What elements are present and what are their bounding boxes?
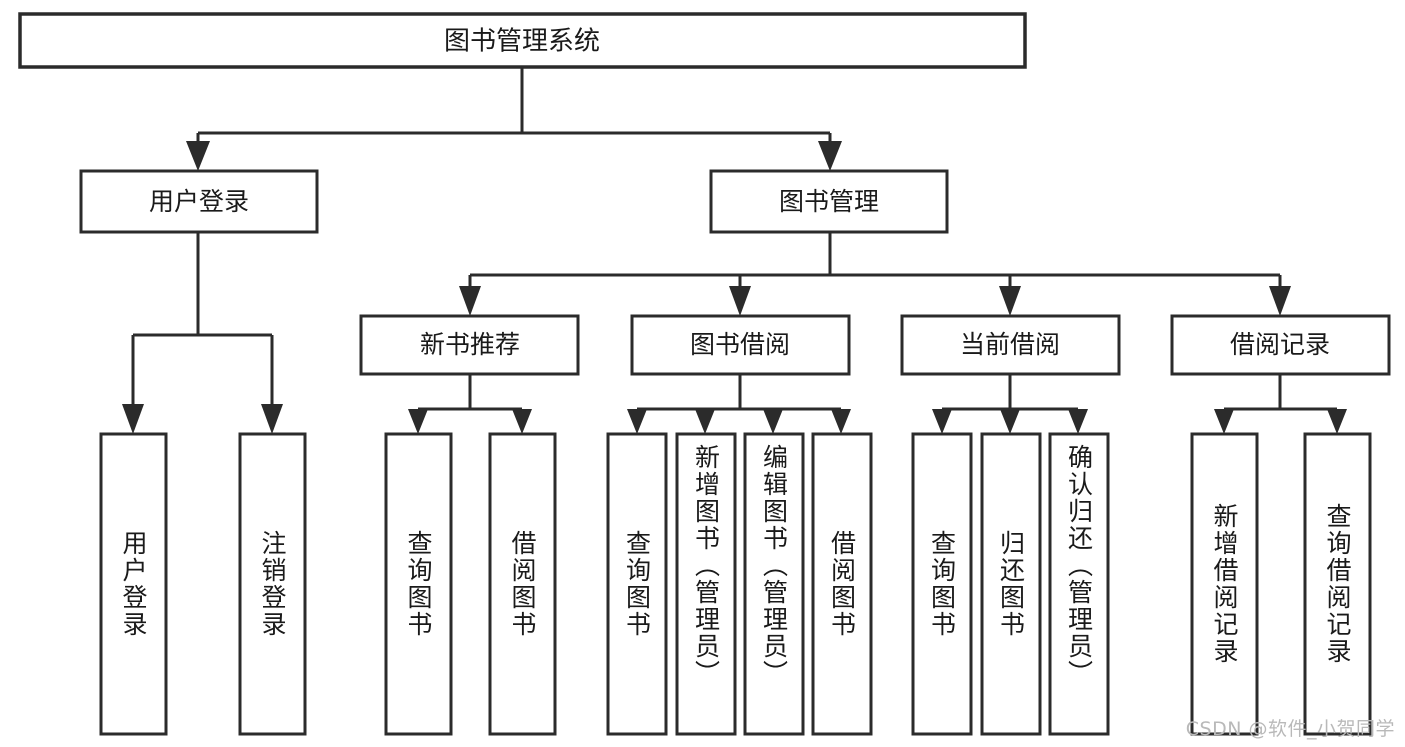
node-book-management-label: 图书管理 (779, 187, 879, 216)
node-borrow-record-box[interactable] (1170, 314, 1391, 376)
connector-group-book-management (459, 232, 1291, 316)
node-new-book-recommend-label: 新书推荐 (420, 330, 520, 359)
node-user-login[interactable]: 用户登录 (79, 169, 319, 234)
node-user-login-box[interactable] (79, 169, 319, 234)
arrow-to-leaf-borrow-book-1 (512, 409, 532, 434)
arrow-to-leaf-query-book-3 (932, 409, 952, 434)
leaf-box-return-book[interactable] (980, 432, 1042, 736)
leaf-box-query-book-1[interactable] (384, 432, 453, 736)
leaf-box-add-record[interactable] (1190, 432, 1259, 736)
arrow-to-leaf-return-book (1000, 409, 1020, 434)
node-book-management[interactable]: 图书管理 (709, 169, 949, 234)
node-root-label: 图书管理系统 (444, 27, 600, 57)
node-book-borrow-label: 图书借阅 (690, 330, 790, 359)
arrow-to-leaf-user-logout (261, 404, 283, 434)
connector-group-book-borrow (627, 374, 851, 434)
leaf-box-borrow-book-2[interactable] (811, 432, 873, 736)
node-borrow-record[interactable]: 借阅记录 (1170, 314, 1391, 376)
node-current-borrow-box[interactable] (900, 314, 1121, 376)
connector-group-current-borrow (932, 374, 1088, 434)
leaf-box-user-logout[interactable] (238, 432, 307, 736)
node-root[interactable]: 图书管理系统 (18, 12, 1027, 69)
node-current-borrow[interactable]: 当前借阅 (900, 314, 1121, 376)
leaf-boxes (99, 432, 1372, 736)
arrow-to-new-book-recommend (459, 286, 481, 316)
arrow-to-leaf-query-book-1 (408, 409, 428, 434)
leaf-box-confirm-return[interactable] (1048, 432, 1110, 736)
arrow-to-leaf-user-login (122, 404, 144, 434)
connector-group-root (186, 67, 842, 171)
arrow-to-leaf-edit-book (763, 409, 783, 434)
node-book-borrow-box[interactable] (630, 314, 851, 376)
csdn-watermark: CSDN @软件_小贺同学 (1185, 718, 1395, 740)
leaf-box-user-login[interactable] (99, 432, 168, 736)
arrow-to-leaf-add-book (695, 409, 715, 434)
node-borrow-record-label: 借阅记录 (1230, 330, 1330, 359)
arrow-to-leaf-add-record (1214, 409, 1234, 434)
arrow-to-current-borrow (999, 286, 1021, 316)
leaf-box-edit-book[interactable] (743, 432, 805, 736)
arrow-to-leaf-borrow-book-2 (831, 409, 851, 434)
leaf-box-query-record[interactable] (1303, 432, 1372, 736)
arrow-to-leaf-confirm-return (1068, 409, 1088, 434)
arrow-to-leaf-query-record (1327, 409, 1347, 434)
leaf-box-query-book-2[interactable] (606, 432, 668, 736)
node-new-book-recommend[interactable]: 新书推荐 (359, 314, 580, 376)
connector-group-user-login (122, 232, 283, 434)
arrow-to-leaf-query-book-2 (627, 409, 647, 434)
arrow-to-borrow-record (1269, 286, 1291, 316)
node-new-book-recommend-box[interactable] (359, 314, 580, 376)
leaf-box-borrow-book-1[interactable] (488, 432, 557, 736)
leaf-box-add-book[interactable] (675, 432, 737, 736)
node-book-borrow[interactable]: 图书借阅 (630, 314, 851, 376)
node-book-management-box[interactable] (709, 169, 949, 234)
connector-group-borrow-record (1214, 374, 1347, 434)
arrow-to-book-management (818, 141, 842, 171)
leaf-box-query-book-3[interactable] (911, 432, 973, 736)
arrow-to-user-login (186, 141, 210, 171)
connector-group-new-book-recommend (408, 374, 532, 434)
node-root-box[interactable] (18, 12, 1027, 69)
arrow-to-book-borrow (729, 286, 751, 316)
node-current-borrow-label: 当前借阅 (960, 330, 1060, 359)
node-user-login-label: 用户登录 (149, 187, 249, 216)
